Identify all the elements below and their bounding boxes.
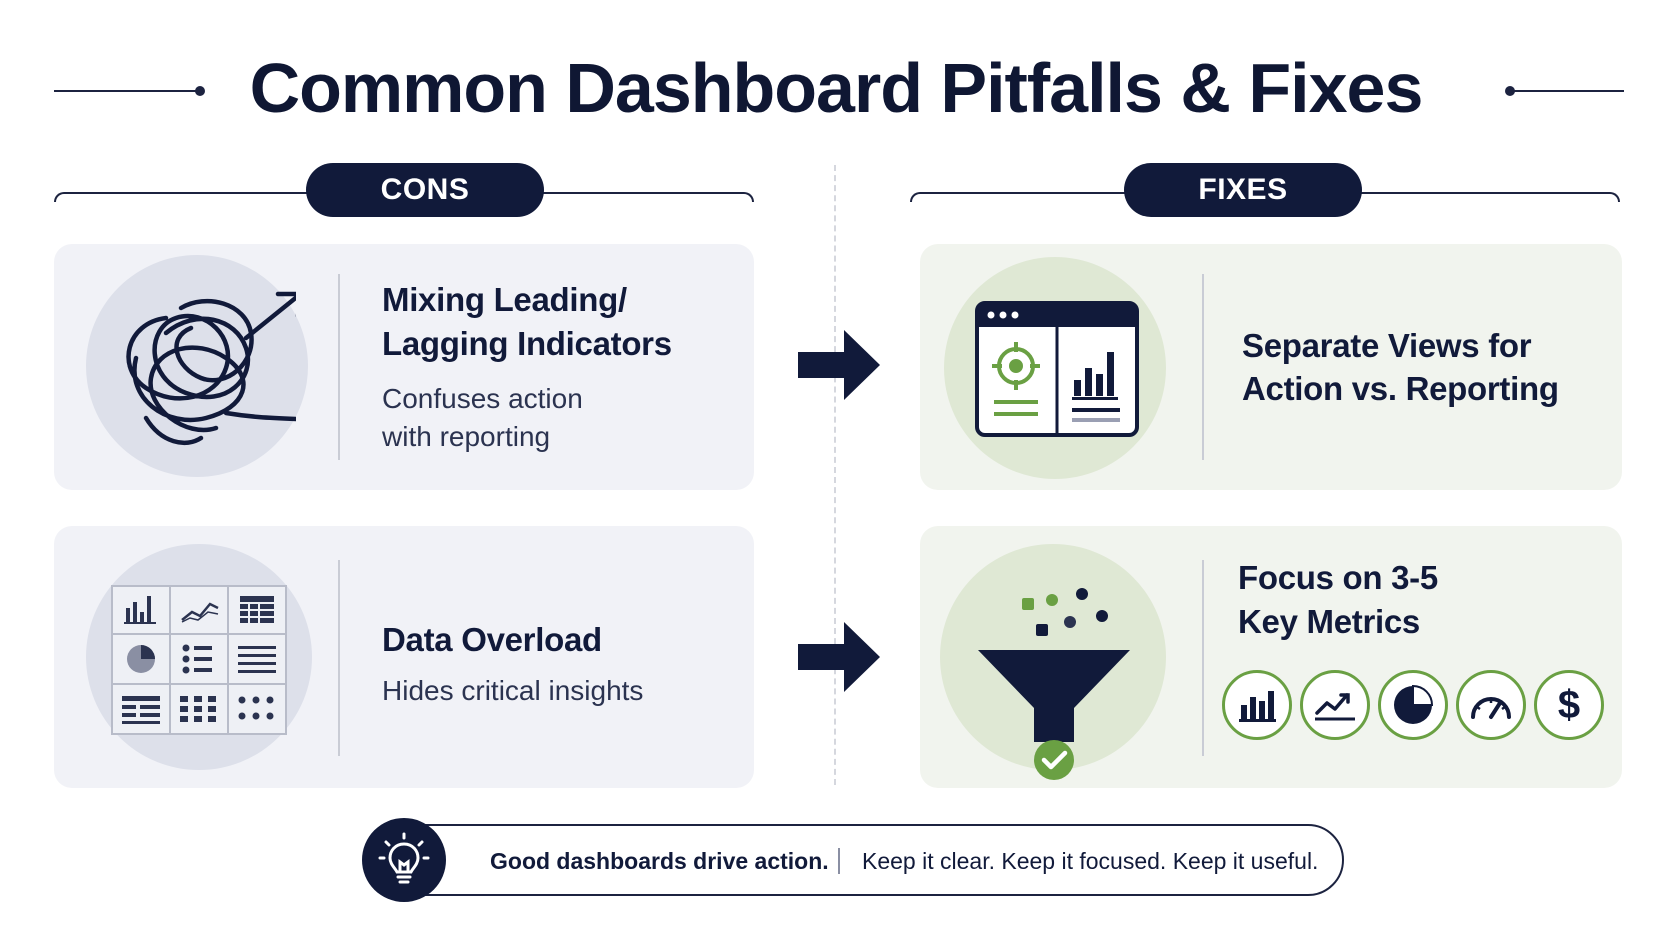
title-dot-left [195, 86, 205, 96]
footer-tagline: Keep it clear. Keep it focused. Keep it … [862, 848, 1319, 874]
con-desc-line1: Confuses action [382, 383, 583, 414]
fix-title-line1: Focus on 3-5 [1238, 559, 1438, 596]
con-card-mixing-indicators: Mixing Leading/ Lagging Indicators Confu… [54, 244, 754, 490]
fix-card-separator [1202, 274, 1204, 460]
footer-separator [838, 848, 840, 874]
fix-title-line2: Action vs. Reporting [1242, 370, 1559, 407]
arrow-right-icon [798, 330, 880, 400]
split-view-window-icon [975, 301, 1139, 437]
fix-title-line2: Key Metrics [1238, 603, 1420, 640]
tangled-arrows-icon [126, 291, 296, 446]
footer-banner [380, 824, 1344, 896]
cons-section-pill: CONS [306, 163, 544, 217]
fix-card-separate-views: Separate Views for Action vs. Reporting [920, 244, 1622, 490]
line-chart-icon [1300, 670, 1370, 740]
con-desc: Hides critical insights [382, 675, 644, 706]
page-title: Common Dashboard Pitfalls & Fixes [249, 49, 1424, 127]
lightbulb-icon [362, 818, 446, 902]
con-card-separator [338, 560, 340, 756]
funnel-check-icon [978, 588, 1130, 780]
fix-card-focus-metrics: Focus on 3-5 Key Metrics $ [920, 526, 1622, 788]
dollar-icon: $ [1534, 670, 1604, 740]
con-card-data-overload: Data Overload Hides critical insights [54, 526, 754, 788]
con-title-line2: Lagging Indicators [382, 325, 672, 362]
arrow-right-icon [798, 622, 880, 692]
fix-title-line1: Separate Views for [1242, 327, 1532, 364]
fix-card-separator [1202, 560, 1204, 756]
center-divider [834, 165, 836, 785]
con-title-line1: Mixing Leading/ [382, 281, 627, 318]
title-rule-right [1512, 90, 1624, 92]
cluttered-dashboard-grid-icon [111, 585, 287, 735]
bar-chart-icon [1222, 670, 1292, 740]
con-title: Data Overload [382, 621, 602, 658]
fixes-section-pill: FIXES [1124, 163, 1362, 217]
footer-headline: Good dashboards drive action. [490, 848, 829, 874]
title-rule-left [54, 90, 198, 92]
con-card-separator [338, 274, 340, 460]
pie-chart-icon [1378, 670, 1448, 740]
con-desc-line2: with reporting [382, 421, 551, 452]
gauge-icon [1456, 670, 1526, 740]
title-dot-right [1505, 86, 1515, 96]
